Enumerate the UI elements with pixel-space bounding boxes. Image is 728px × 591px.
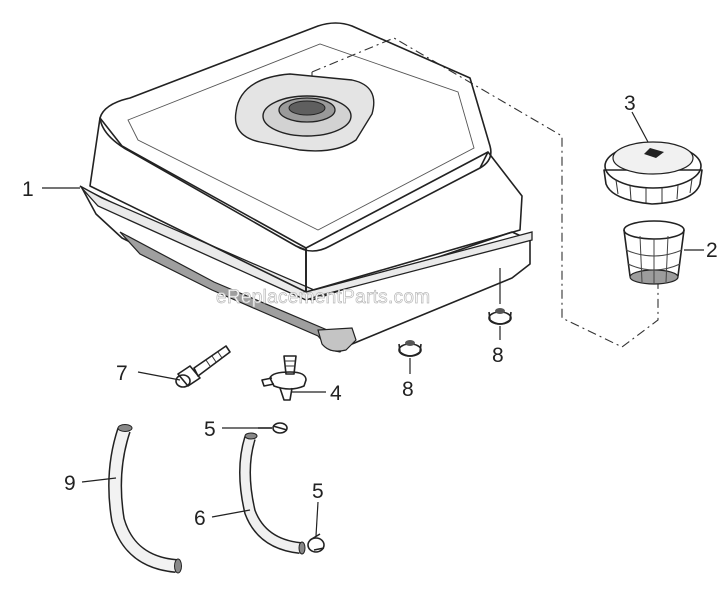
fuel-hose	[239, 432, 306, 555]
callout-6: 6	[194, 507, 206, 530]
nut-left	[398, 340, 422, 357]
callout-8-left: 8	[402, 378, 414, 401]
breather-tube	[108, 424, 182, 574]
hose-clip-upper	[258, 422, 288, 434]
bolt	[175, 345, 231, 388]
callout-7: 7	[116, 362, 128, 385]
fuel-tank	[79, 22, 533, 353]
callout-3: 3	[624, 92, 636, 115]
fuel-cap	[603, 141, 703, 205]
callout-5-lower: 5	[312, 480, 324, 503]
callout-8-right: 8	[492, 344, 504, 367]
leader-lines	[42, 111, 704, 537]
callout-5-upper: 5	[204, 418, 216, 441]
watermark-text: eReplacementParts.com	[216, 287, 430, 308]
callout-9: 9	[64, 472, 76, 495]
nut-right	[488, 308, 512, 325]
hose-clip-lower	[307, 533, 325, 553]
callout-1: 1	[22, 178, 34, 201]
fuel-strainer	[623, 220, 685, 285]
callout-2: 2	[706, 239, 718, 262]
assembly-dashed-line	[311, 37, 659, 348]
callout-4: 4	[330, 382, 342, 405]
fuel-valve	[261, 355, 307, 401]
